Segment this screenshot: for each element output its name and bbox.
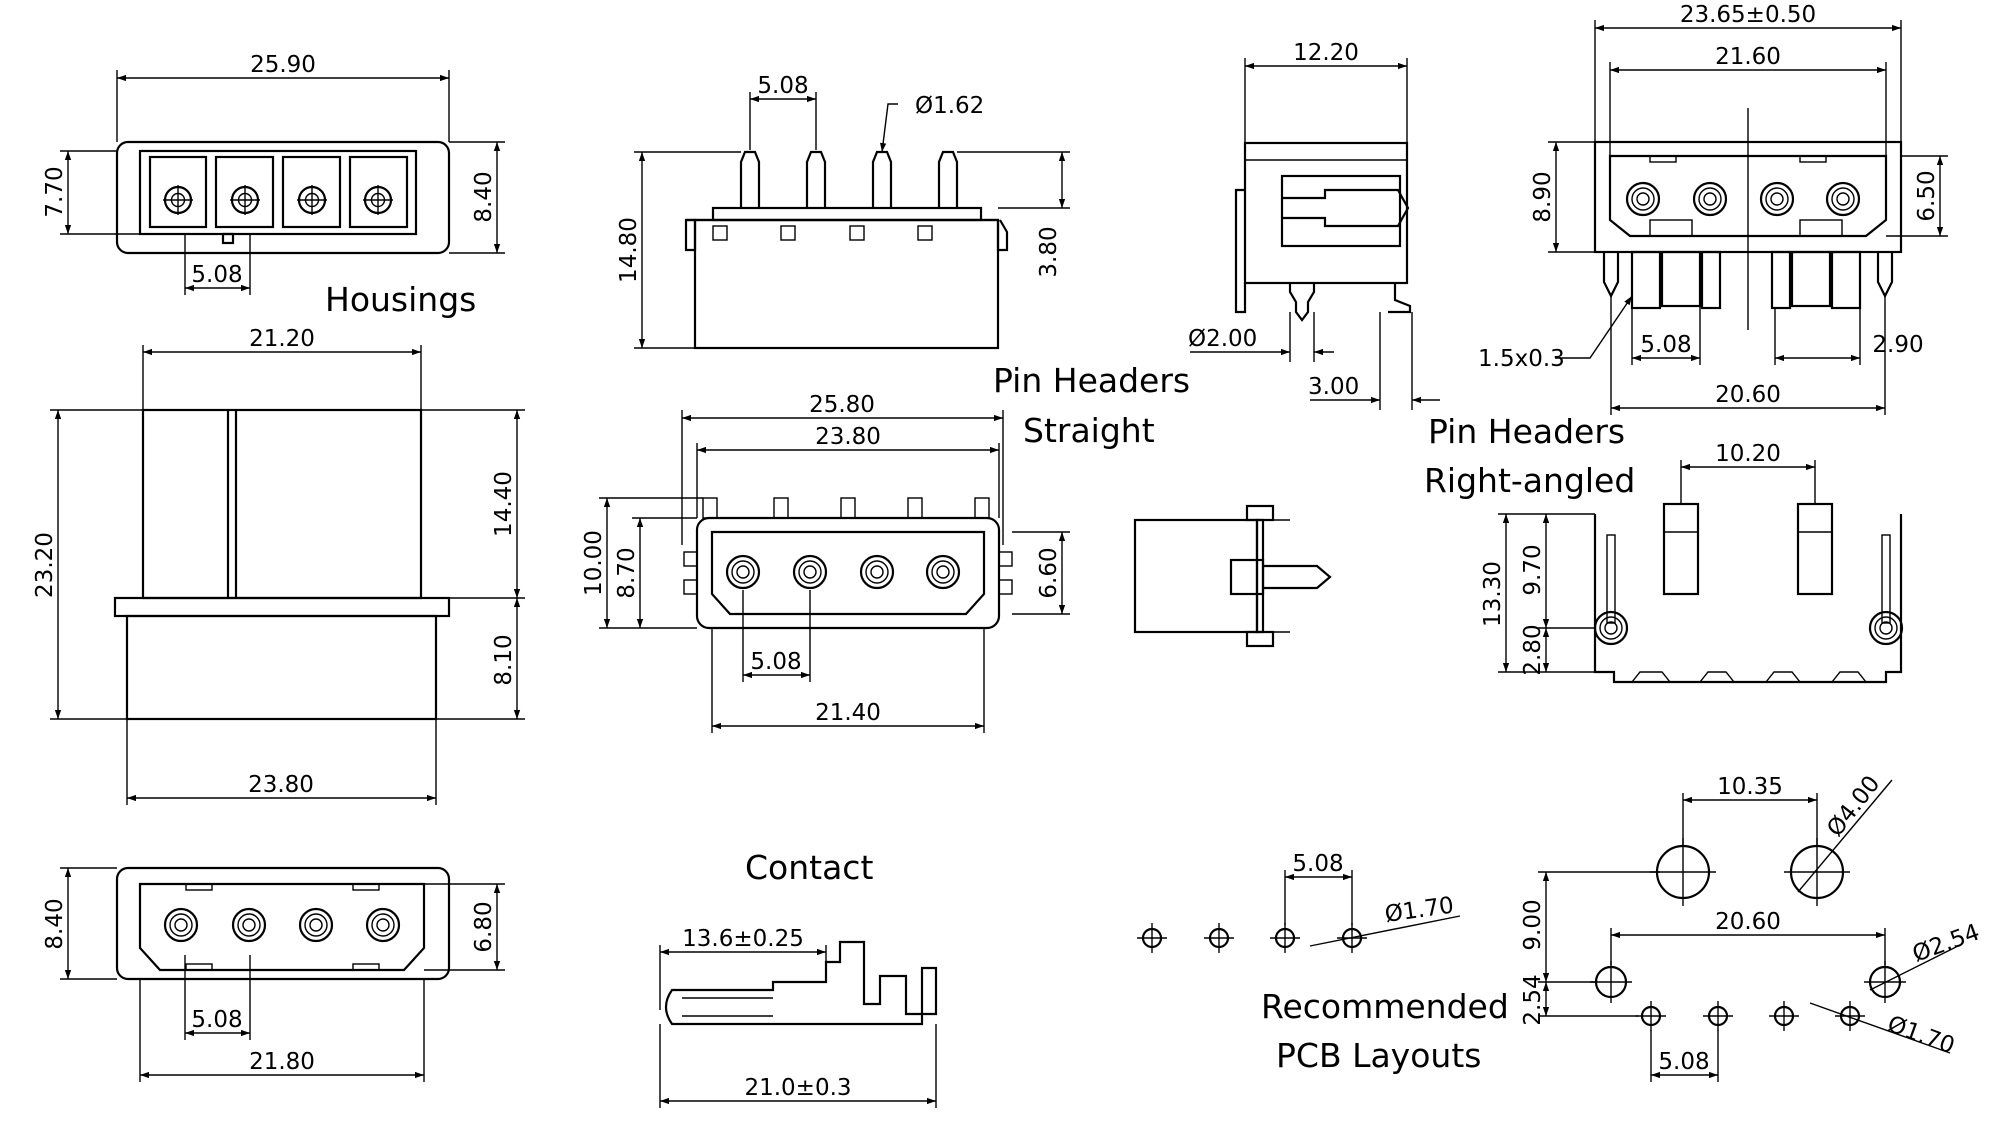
dim-contact-short: 13.6±0.25 [682, 926, 804, 952]
dim-housing-height-left: 7.70 [42, 166, 68, 217]
dim-straight-total-height: 14.80 [616, 217, 642, 283]
dim-ra-pin-span: 20.60 [1715, 382, 1781, 408]
label-pin-headers-right-angled-2: Right-angled [1424, 461, 1635, 500]
dim-back-width: 21.80 [249, 1049, 315, 1075]
label-contact: Contact [745, 848, 873, 887]
dim-straight-pin-diameter: Ø1.62 [915, 93, 984, 119]
dim-ra-chamfer: 1.5x0.3 [1478, 346, 1565, 372]
dim-pcb-peg-spacing: 10.35 [1717, 774, 1783, 800]
dim-straight-pitch: 5.08 [757, 73, 808, 99]
dim-ra-inner-width: 21.60 [1715, 44, 1781, 70]
dim-back-height-left: 8.40 [42, 898, 68, 949]
dim-straight-ledge-height: 3.80 [1036, 226, 1062, 277]
dim-pcb-hole-diameter: Ø1.70 [1884, 1011, 1958, 1059]
straight-header-front-view: 25.80 23.80 10.00 8.70 6.60 5.08 21.40 [581, 392, 1070, 733]
pcb-layout-straight: 5.08 Ø1.70 [1135, 851, 1461, 955]
contact-view: 13.6±0.25 21.0±0.3 [659, 926, 938, 1108]
dim-ra-pitch: 5.08 [1640, 332, 1691, 358]
label-pin-headers-straight-2: Straight [1023, 411, 1155, 450]
label-pcb-layouts-2: PCB Layouts [1276, 1036, 1481, 1075]
label-pcb-layouts-1: Recommended [1261, 987, 1509, 1026]
dim-side-upper-height: 14.40 [491, 471, 517, 537]
dim-ra-side-width: 12.20 [1293, 40, 1359, 66]
dim-ra-bottom-lower: 2.80 [1520, 624, 1546, 675]
dim-ra-height-right: 6.50 [1914, 170, 1940, 221]
dim-pcb-mount-diameter: Ø2.54 [1909, 919, 1983, 967]
dim-side-total-height: 23.20 [32, 532, 58, 598]
right-angle-header-bottom-view: 10.20 13.30 9.70 2.80 [1480, 441, 1904, 684]
dim-pcb-span: 20.60 [1715, 909, 1781, 935]
dim-front-height-outer: 10.00 [581, 530, 607, 596]
label-pin-headers-straight-1: Pin Headers [993, 361, 1190, 400]
dim-ra-side-hole: Ø2.00 [1188, 326, 1257, 352]
dim-front-inner-width: 23.80 [815, 424, 881, 450]
dim-pcb-straight-hole: Ø1.70 [1383, 893, 1455, 928]
housing-side-view: 21.20 23.20 14.40 8.10 23.80 [32, 326, 525, 805]
dim-pcb-small-offset: 2.54 [1520, 974, 1546, 1025]
housing-front-view: 25.90 7.70 8.40 5.08 [42, 52, 505, 295]
dim-pcb-peg-diameter: Ø4.00 [1822, 771, 1885, 842]
dim-ra-overall-width: 23.65±0.50 [1680, 2, 1816, 28]
dim-housing-width: 25.90 [250, 52, 316, 78]
dim-front-base-width: 21.40 [815, 700, 881, 726]
pcb-layout-right-angle: 10.35 Ø4.00 9.00 2.54 20.60 Ø2.54 Ø1.70 … [1520, 771, 1983, 1082]
dim-pcb-pitch: 5.08 [1658, 1049, 1709, 1075]
dim-front-height-right: 6.60 [1036, 547, 1062, 598]
dim-side-lower-height: 8.10 [491, 634, 517, 685]
dim-ra-height-left: 8.90 [1530, 171, 1556, 222]
right-angle-header-front-view: 23.65±0.50 21.60 8.90 6.50 1.5x0.3 5.08 … [1478, 2, 1948, 415]
dim-back-pitch: 5.08 [191, 1007, 242, 1033]
housing-front-outline [115, 140, 451, 255]
dim-ra-side-offset: 3.00 [1308, 374, 1359, 400]
dim-front-height-inner: 8.70 [614, 547, 640, 598]
dim-front-outer-width: 25.80 [809, 392, 875, 418]
right-angle-header-plug-view [1133, 504, 1332, 648]
dim-side-base-width: 23.80 [248, 772, 314, 798]
dim-ra-bottom-total: 13.30 [1480, 561, 1506, 627]
right-angle-header-side-view: 12.20 Ø2.00 3.00 [1188, 40, 1440, 410]
dim-ra-bottom-upper: 9.70 [1520, 544, 1546, 595]
dim-pcb-straight-pitch: 5.08 [1292, 851, 1343, 877]
dim-front-pitch: 5.08 [750, 649, 801, 675]
label-pin-headers-right-angled-1: Pin Headers [1428, 412, 1625, 451]
dim-housing-pitch: 5.08 [191, 262, 242, 288]
dim-side-top-width: 21.20 [249, 326, 315, 352]
dim-ra-pin-offset: 2.90 [1872, 332, 1923, 358]
label-housings: Housings [325, 280, 476, 319]
dim-ra-bottom-spacing: 10.20 [1715, 441, 1781, 467]
dim-back-height-right: 6.80 [471, 901, 497, 952]
straight-header-side-view: 5.08 Ø1.62 14.80 3.80 [616, 73, 1070, 350]
dim-contact-total: 21.0±0.3 [744, 1075, 851, 1101]
dim-pcb-row-offset: 9.00 [1520, 899, 1546, 950]
dim-housing-height-right: 8.40 [471, 171, 497, 222]
housing-back-view: 8.40 6.80 5.08 21.80 [42, 866, 505, 1082]
